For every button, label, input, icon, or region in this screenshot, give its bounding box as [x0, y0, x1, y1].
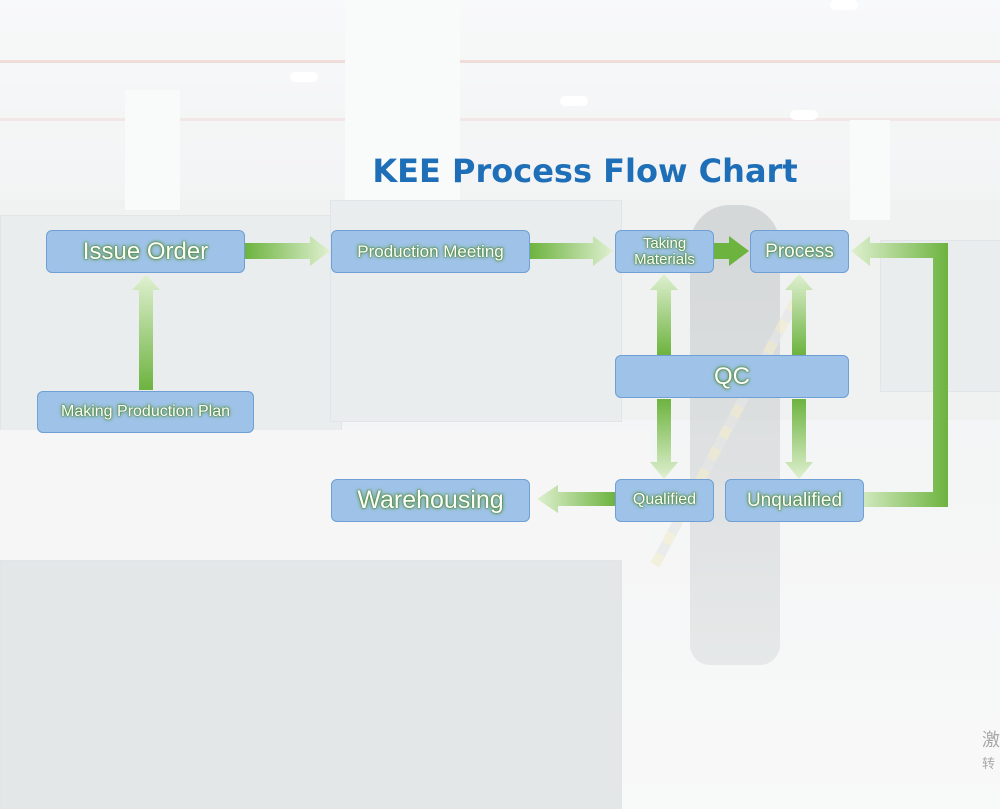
node-process-label: Process [765, 240, 834, 262]
machine-base [0, 560, 622, 809]
arrow-qualified-to-warehousing [537, 485, 615, 513]
arrow-plan-to-issue [132, 275, 160, 390]
arrow-unqualified-to-process [851, 236, 948, 507]
node-qc-label: QC [714, 362, 750, 390]
node-qualified-label: Qualified [632, 491, 697, 509]
node-issue-order: Issue Order [46, 230, 245, 273]
ceiling-light [830, 0, 858, 10]
node-issue-order-label: Issue Order [82, 237, 209, 265]
node-production-meeting-label: Production Meeting [357, 241, 504, 261]
arrow-issue-to-meeting [245, 236, 330, 266]
node-qc: QC [615, 355, 849, 398]
node-process: Process [750, 230, 849, 273]
node-warehousing: Warehousing [331, 479, 530, 522]
node-unqualified-label: Unqualified [746, 489, 843, 511]
pillar [125, 90, 180, 210]
arrow-qc-to-materials [650, 274, 678, 355]
arrow-qc-to-qualified [650, 399, 678, 479]
node-taking-materials: Taking Materials [615, 230, 714, 273]
node-making-production-plan-label: Making Production Plan [61, 402, 230, 420]
arrow-qc-to-process [785, 274, 813, 355]
chart-title: KEE Process Flow Chart [372, 152, 798, 190]
ceiling-light [790, 110, 818, 120]
ceiling-beam [0, 118, 1000, 121]
watermark-line2: 转 [982, 756, 996, 771]
ceiling-light [560, 96, 588, 106]
worker [690, 205, 780, 665]
arrow-meeting-to-materials [530, 236, 613, 266]
arrow-materials-to-process [714, 236, 749, 266]
pillar [345, 0, 460, 215]
pillar [850, 120, 890, 220]
counter [0, 430, 650, 580]
node-warehousing-label: Warehousing [357, 486, 504, 515]
ceiling-beam [0, 60, 1000, 63]
ceiling-light [290, 72, 318, 82]
node-taking-materials-label-line1: Taking [642, 234, 687, 252]
node-unqualified: Unqualified [725, 479, 864, 522]
node-qualified: Qualified [615, 479, 714, 522]
watermark-line1: 激 [982, 730, 1000, 750]
node-making-production-plan: Making Production Plan [37, 391, 254, 433]
node-taking-materials-label-line2: Materials [634, 250, 695, 268]
watermark: 激 转 [982, 728, 1000, 776]
arrow-qc-to-unqualified [785, 399, 813, 479]
node-production-meeting: Production Meeting [331, 230, 530, 273]
